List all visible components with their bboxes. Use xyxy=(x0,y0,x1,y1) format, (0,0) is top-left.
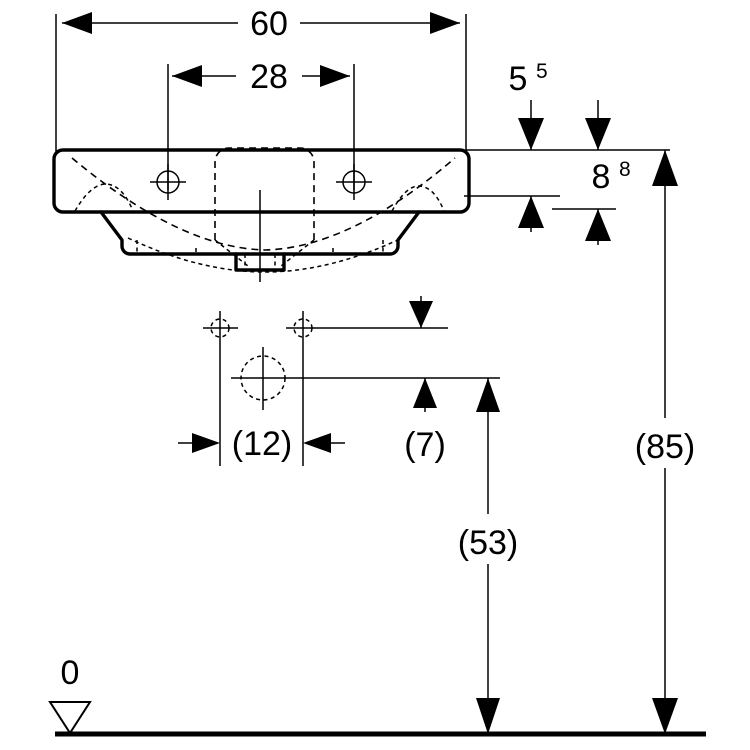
label-basin-depth-superscript: 8 xyxy=(619,158,631,181)
arrowhead-up-5-5 xyxy=(518,196,544,228)
label-bracket-offset: (12) xyxy=(232,425,292,463)
arrowhead-inward-right-12 xyxy=(303,433,331,453)
arrowhead-right-60 xyxy=(430,12,460,34)
bowl-interior-hidden-curve xyxy=(71,157,456,251)
datum-triangle-icon xyxy=(48,701,92,735)
arrowhead-down-8-8 xyxy=(585,118,611,150)
label-rim-thickness: 5 xyxy=(509,60,528,98)
arrowhead-up-7 xyxy=(413,378,437,408)
washbasin-section xyxy=(52,147,471,282)
bracket-offset-dimension: (12) xyxy=(178,425,345,463)
label-mounting-height: (85) xyxy=(635,428,695,466)
arrowhead-up-53 xyxy=(476,378,500,412)
fixing-hole-left-marker xyxy=(203,311,238,346)
arrowhead-left-28 xyxy=(172,65,202,87)
arrowhead-inward-left-12 xyxy=(192,433,220,453)
left-overflow-hidden xyxy=(74,183,134,212)
tap-hole-spacing-dimension: 28 xyxy=(167,58,355,190)
floor-datum-marker: 0 xyxy=(48,654,92,735)
arrowhead-down-53 xyxy=(476,698,500,734)
rim-thickness-dimension: 5 5 xyxy=(464,60,670,232)
right-overflow-hidden xyxy=(391,185,445,212)
mounting-height-dimension: (85) xyxy=(635,150,695,734)
arrowhead-down-85 xyxy=(652,698,678,734)
outlet-offset-dimension: (7) xyxy=(404,378,446,464)
fixing-detail-group: (12) xyxy=(178,296,500,466)
overall-width-dimension: 60 xyxy=(55,5,467,152)
arrowhead-up-8-8 xyxy=(585,209,611,241)
arrowhead-up-85 xyxy=(652,150,678,186)
arrowhead-down-5-5 xyxy=(518,118,544,150)
label-overall-width: 60 xyxy=(250,5,288,43)
tap-ledge-hidden-outline xyxy=(214,147,315,240)
outlet-circle-marker xyxy=(231,347,295,410)
basin-depth-dimension: 8 8 xyxy=(552,100,631,245)
arrowhead-down-upper-fixing xyxy=(409,301,433,328)
label-outlet-offset: (7) xyxy=(404,426,446,464)
label-basin-depth: 8 xyxy=(592,158,611,196)
basin-rim-outline xyxy=(52,148,471,214)
label-outlet-height: (53) xyxy=(458,524,518,562)
label-rim-thickness-superscript: 5 xyxy=(536,60,548,83)
label-tap-hole-spacing: 28 xyxy=(250,58,288,96)
tap-hole-left-marker xyxy=(150,164,186,200)
outlet-height-dimension: (53) xyxy=(458,378,518,734)
arrowhead-left-60 xyxy=(62,12,92,34)
fixing-hole-right-marker xyxy=(286,311,321,346)
label-datum-zero: 0 xyxy=(61,654,80,692)
tap-hole-right-marker xyxy=(336,164,372,200)
bowl-lower-hidden-curve xyxy=(127,237,403,273)
arrowhead-right-28 xyxy=(320,65,350,87)
